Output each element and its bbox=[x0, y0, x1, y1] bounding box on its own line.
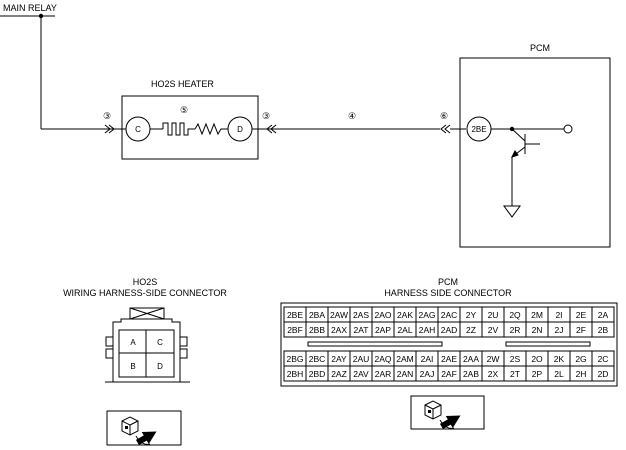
pcm-pin-label: 2AL bbox=[397, 325, 412, 335]
pcm-pin-label: 2D bbox=[598, 369, 609, 379]
pcm-pin-label: 2L bbox=[554, 369, 564, 379]
pcm-pin-label: 2AN bbox=[397, 369, 414, 379]
pcm-pin-label: 2BH bbox=[287, 369, 304, 379]
callout-3-left: ③ bbox=[103, 111, 111, 121]
pcm-pin-label: 2AT bbox=[354, 325, 369, 335]
pcm-terminal-label: 2BE bbox=[471, 125, 486, 134]
pcm-pin-label: 2AG bbox=[418, 310, 435, 320]
pcm-pin-label: 2AZ bbox=[331, 369, 347, 379]
terminal-c-label: C bbox=[135, 125, 141, 134]
pcm-pin-label: 2I bbox=[555, 310, 562, 320]
pcm-connector-frame bbox=[280, 302, 618, 387]
pcm-pin-label: 2Q bbox=[509, 310, 521, 320]
ho2s-connector-title-2: WIRING HARNESS-SIDE CONNECTOR bbox=[63, 288, 227, 298]
pcm-pin-cell bbox=[591, 365, 615, 382]
heater-element-symbol bbox=[162, 122, 195, 136]
ho2s-connector-title-1: HO2S bbox=[133, 277, 158, 287]
pcm-pin-label: 2AO bbox=[374, 310, 391, 320]
pcm-title: PCM bbox=[530, 43, 550, 53]
pcm-pin-label: 2X bbox=[488, 369, 499, 379]
pcm-connector-title-1: PCM bbox=[438, 277, 458, 287]
ho2s-pin-a: A bbox=[130, 338, 136, 347]
pcm-pin-label: 2AA bbox=[463, 354, 479, 364]
callout-6: ⑥ bbox=[440, 111, 448, 121]
pcm-pin-label: 2AR bbox=[375, 369, 392, 379]
ho2s-pin-b: B bbox=[130, 362, 135, 371]
pcm-pin-label: 2O bbox=[531, 354, 543, 364]
pcm-pin-label: 2AE bbox=[441, 354, 457, 364]
callout-3-right: ③ bbox=[262, 111, 270, 121]
pcm-pin-label: 2M bbox=[531, 310, 543, 320]
ho2s-connector-face bbox=[105, 307, 190, 383]
ground-icon bbox=[503, 205, 521, 218]
pcm-pin-label: 2R bbox=[510, 325, 521, 335]
pcm-pin-label: 2F bbox=[576, 325, 586, 335]
callout-5: ⑤ bbox=[180, 105, 188, 115]
pcm-pin-label: 2AU bbox=[353, 354, 370, 364]
pcm-pin-cell bbox=[591, 321, 615, 338]
pcm-connector-title-2: HARNESS SIDE CONNECTOR bbox=[384, 288, 512, 298]
pcm-pin-label: 2BF bbox=[287, 325, 303, 335]
pcm-pin-label: 2BG bbox=[286, 354, 303, 364]
pcm-connector-grid: 2BE 2BA 2AW 2AS 2AO 2AK 2AG 2AC 2Y 2U 2Q 2M 2I 2E 2A 2B… bbox=[283, 306, 615, 382]
pcm-pin-label: 2AP bbox=[375, 325, 391, 335]
connector-chevron-pcm bbox=[440, 124, 451, 134]
transistor-symbol bbox=[511, 128, 540, 158]
ho2s-pin-c: C bbox=[157, 338, 163, 347]
pcm-pin-label: 2U bbox=[488, 310, 499, 320]
pcm-pin-label: 2BE bbox=[287, 310, 303, 320]
main-relay-label: MAIN RELAY bbox=[3, 3, 57, 13]
pcm-pin-label: 2G bbox=[575, 354, 586, 364]
callout-4: ④ bbox=[348, 111, 356, 121]
pcm-pin-label: 2Y bbox=[466, 310, 477, 320]
connector-view-icon-ho2s bbox=[106, 410, 182, 446]
pcm-pin-label: 2Z bbox=[466, 325, 476, 335]
pcm-pin-label: 2AI bbox=[421, 354, 434, 364]
pcm-pin-label: 2BD bbox=[309, 369, 326, 379]
pcm-pin-label: 2AS bbox=[353, 310, 369, 320]
pcm-pin-label: 2AC bbox=[441, 310, 458, 320]
pcm-box bbox=[459, 57, 611, 248]
pcm-pin-label: 2AW bbox=[330, 310, 348, 320]
pcm-pin-label: 2B bbox=[598, 325, 609, 335]
pcm-pin-label: 2P bbox=[532, 369, 543, 379]
pcm-pin-label: 2S bbox=[510, 354, 521, 364]
pcm-pin-label: 2A bbox=[598, 310, 609, 320]
pcm-pin-label: 2H bbox=[576, 369, 587, 379]
heater-title: HO2S HEATER bbox=[151, 79, 214, 89]
pcm-pin-label: 2E bbox=[576, 310, 587, 320]
pcm-pin-label: 2AY bbox=[331, 354, 347, 364]
pcm-pin-label: 2AJ bbox=[420, 369, 435, 379]
pcm-pin-label: 2AX bbox=[331, 325, 347, 335]
pcm-pin-label: 2AF bbox=[441, 369, 457, 379]
pcm-pin-label: 2AH bbox=[419, 325, 436, 335]
pcm-pin-label: 2K bbox=[554, 354, 565, 364]
pcm-pin-label: 2AD bbox=[441, 325, 458, 335]
pcm-open-terminal bbox=[563, 124, 573, 134]
resistor-symbol bbox=[194, 122, 228, 136]
pcm-pin-label: 2BB bbox=[309, 325, 325, 335]
pcm-pin-label: 2J bbox=[555, 325, 564, 335]
pcm-pin-label: 2N bbox=[532, 325, 543, 335]
pcm-pin-label: 2C bbox=[598, 354, 609, 364]
pcm-pin-label: 2BC bbox=[309, 354, 326, 364]
pcm-pin-label: 2V bbox=[488, 325, 499, 335]
terminal-d-label: D bbox=[237, 125, 243, 134]
pcm-pin-label: 2AK bbox=[397, 310, 413, 320]
ho2s-pin-d: D bbox=[157, 362, 163, 371]
pcm-pin-label: 2AQ bbox=[374, 354, 391, 364]
pcm-connector-keys bbox=[307, 341, 591, 347]
pcm-pin-label: 2T bbox=[510, 369, 520, 379]
pcm-pin-label: 2AV bbox=[353, 369, 369, 379]
heater-box bbox=[121, 95, 259, 160]
pcm-pin-label: 2W bbox=[487, 354, 500, 364]
pcm-pin-label: 2AB bbox=[463, 369, 479, 379]
pcm-pin-label: 2BA bbox=[309, 310, 325, 320]
connector-view-icon-pcm bbox=[410, 395, 485, 430]
pcm-pin-label: 2AM bbox=[396, 354, 413, 364]
